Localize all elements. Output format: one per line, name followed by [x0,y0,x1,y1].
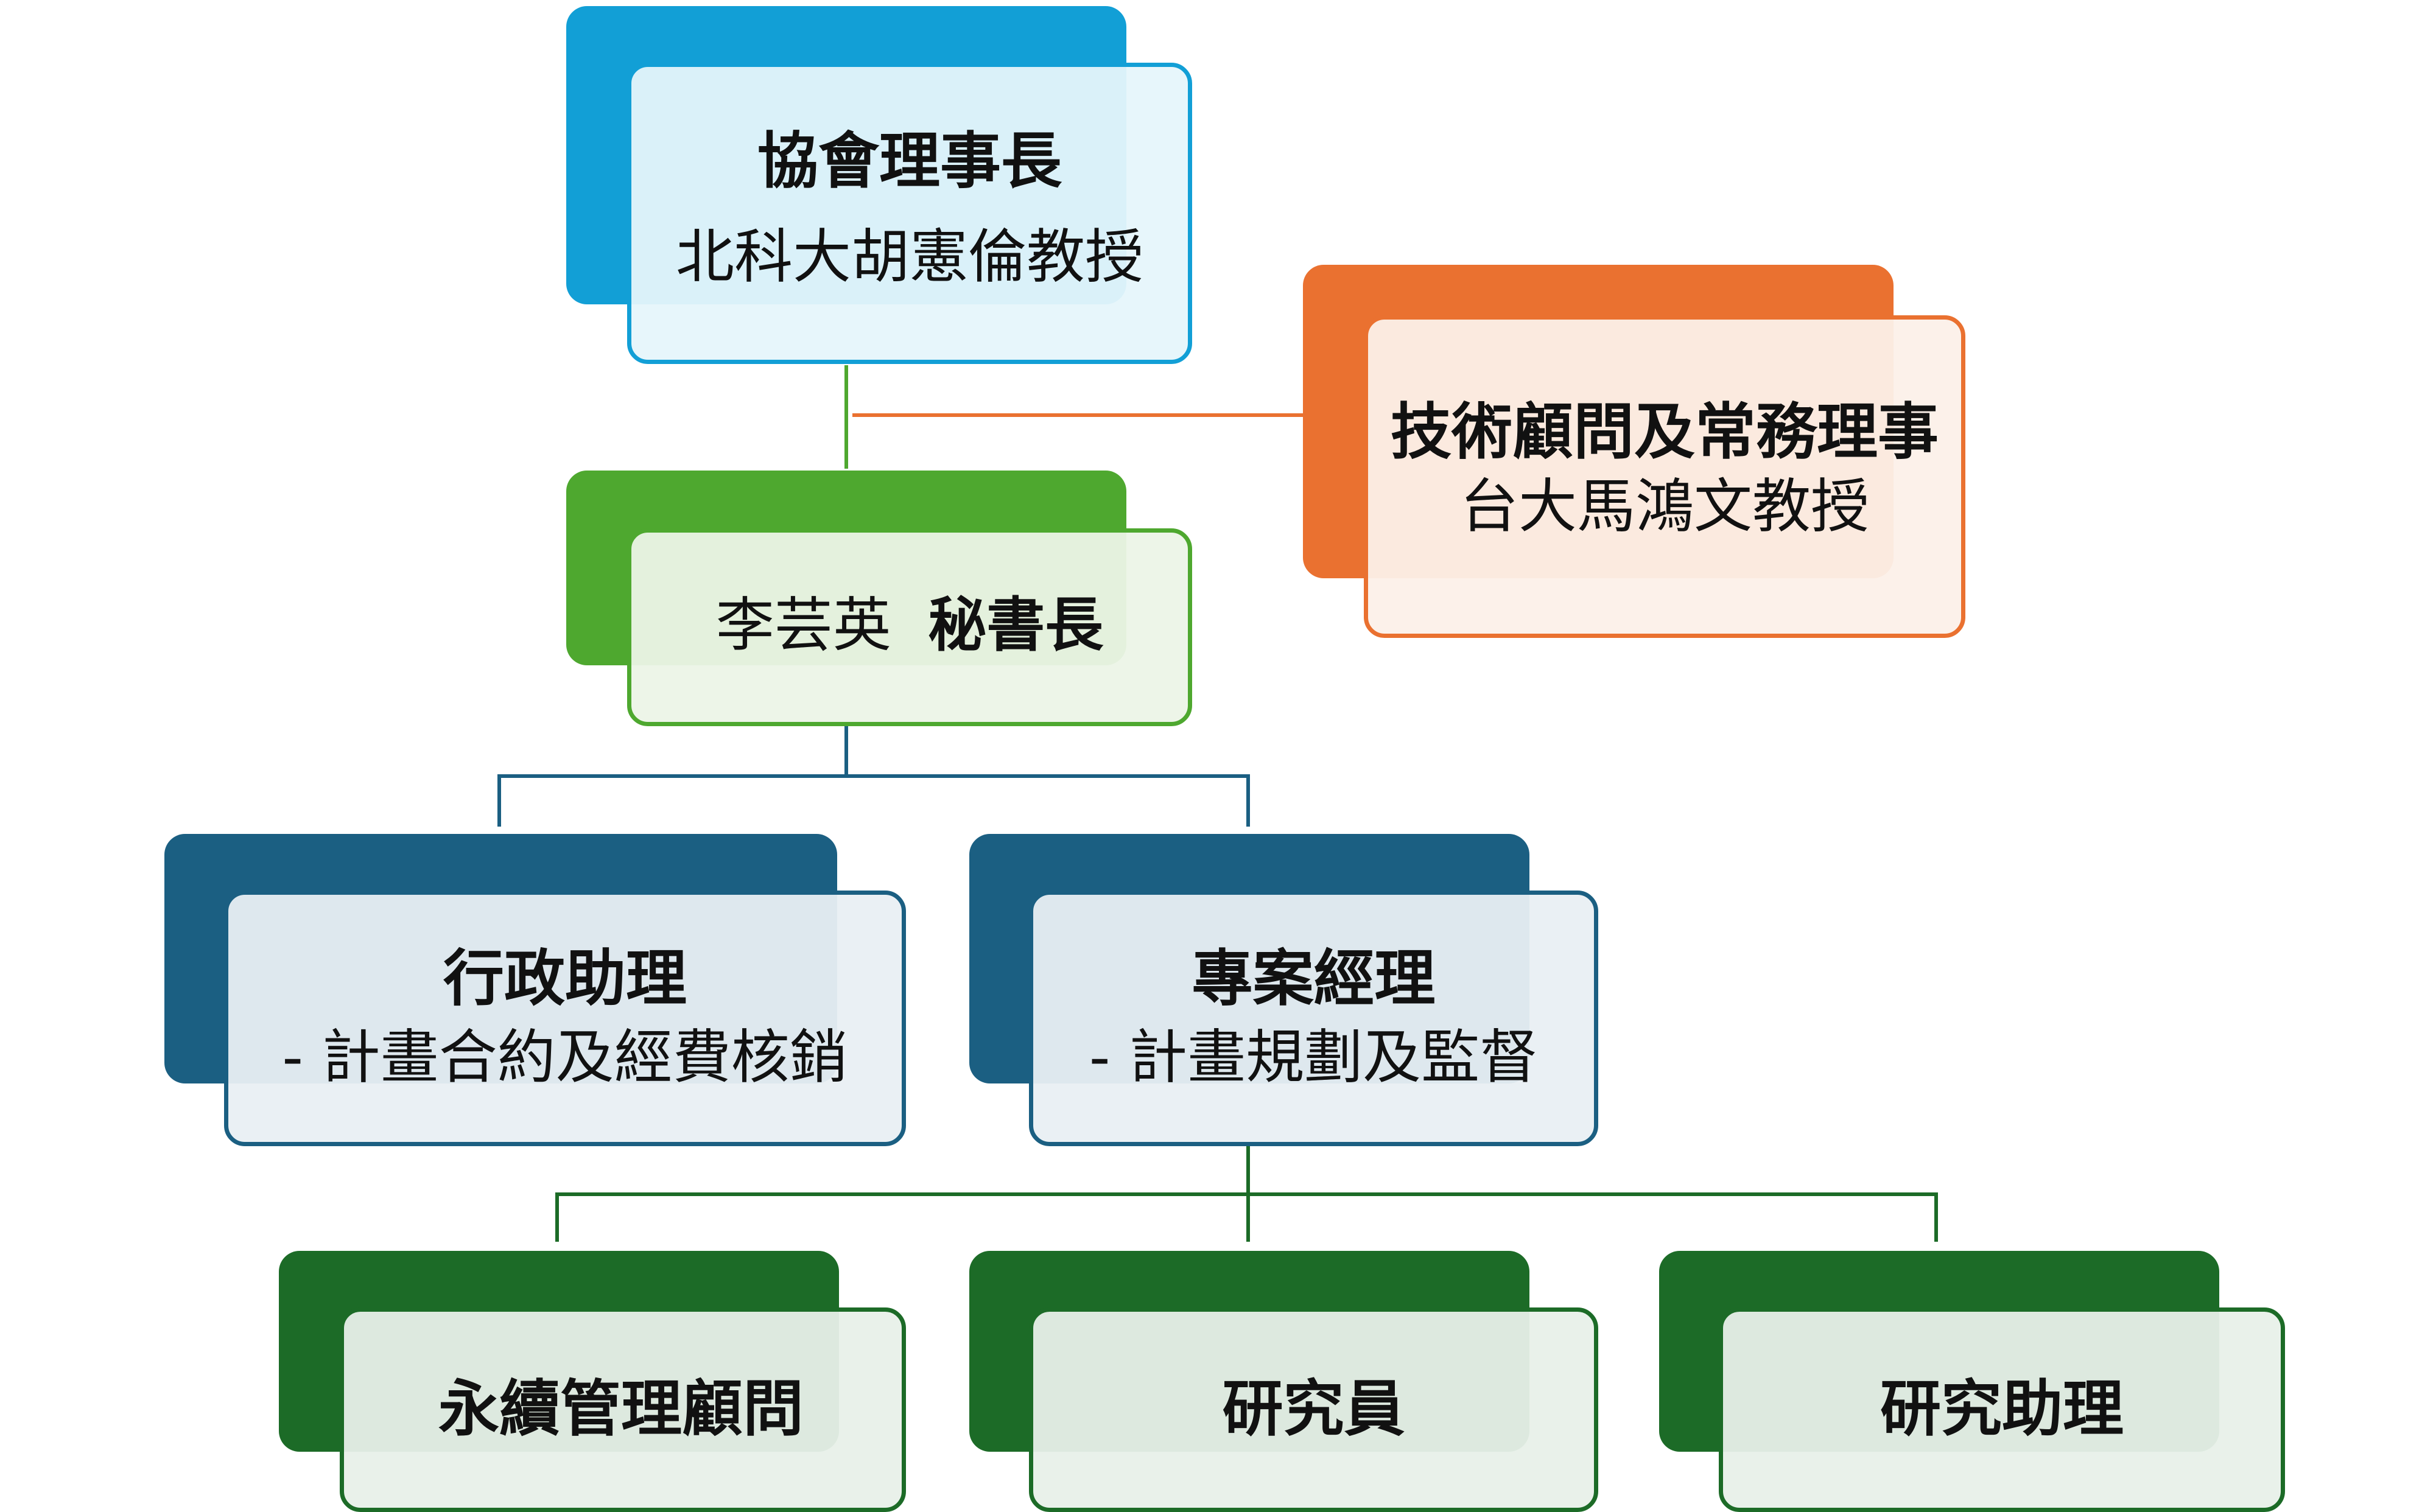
sustain-title: 永續管理顧問 [438,1373,804,1444]
secretary-name: 李芸英 [715,591,891,659]
chair-title: 協會理事長 [757,125,1062,197]
secretary-title: 秘書長 [928,591,1104,659]
chair-subtitle: 北科大胡憲倫教授 [676,223,1143,291]
secretary-node-front [627,528,1192,726]
admin-node-front [224,891,906,1146]
research-assistant-title: 研究助理 [1880,1373,2124,1444]
connector-secretary-pm [846,774,1250,827]
connector-secretary-mid [497,724,848,827]
advisor-node-front [1364,315,1965,638]
sustain-node-front [340,1307,906,1512]
admin-title: 行政助理 [443,943,687,1014]
connector-bottom-bar [555,1192,1938,1242]
admin-subtitle: - 計畫合約及經費核銷 [282,1023,848,1091]
secretary-label: 李芸英 秘書長 [627,590,1192,660]
researcher-node-front [1029,1307,1598,1512]
pm-node-front [1029,891,1598,1146]
advisor-subtitle: 台大馬鴻文教授 [1460,472,1869,541]
pm-title: 專案經理 [1192,943,1436,1014]
chair-node-front [627,63,1192,364]
research-assistant-node-front [1719,1307,2285,1512]
researcher-title: 研究員 [1222,1373,1405,1444]
pm-subtitle: - 計畫規劃及監督 [1089,1023,1539,1091]
advisor-title: 技術顧問及常務理事 [1391,396,1939,467]
